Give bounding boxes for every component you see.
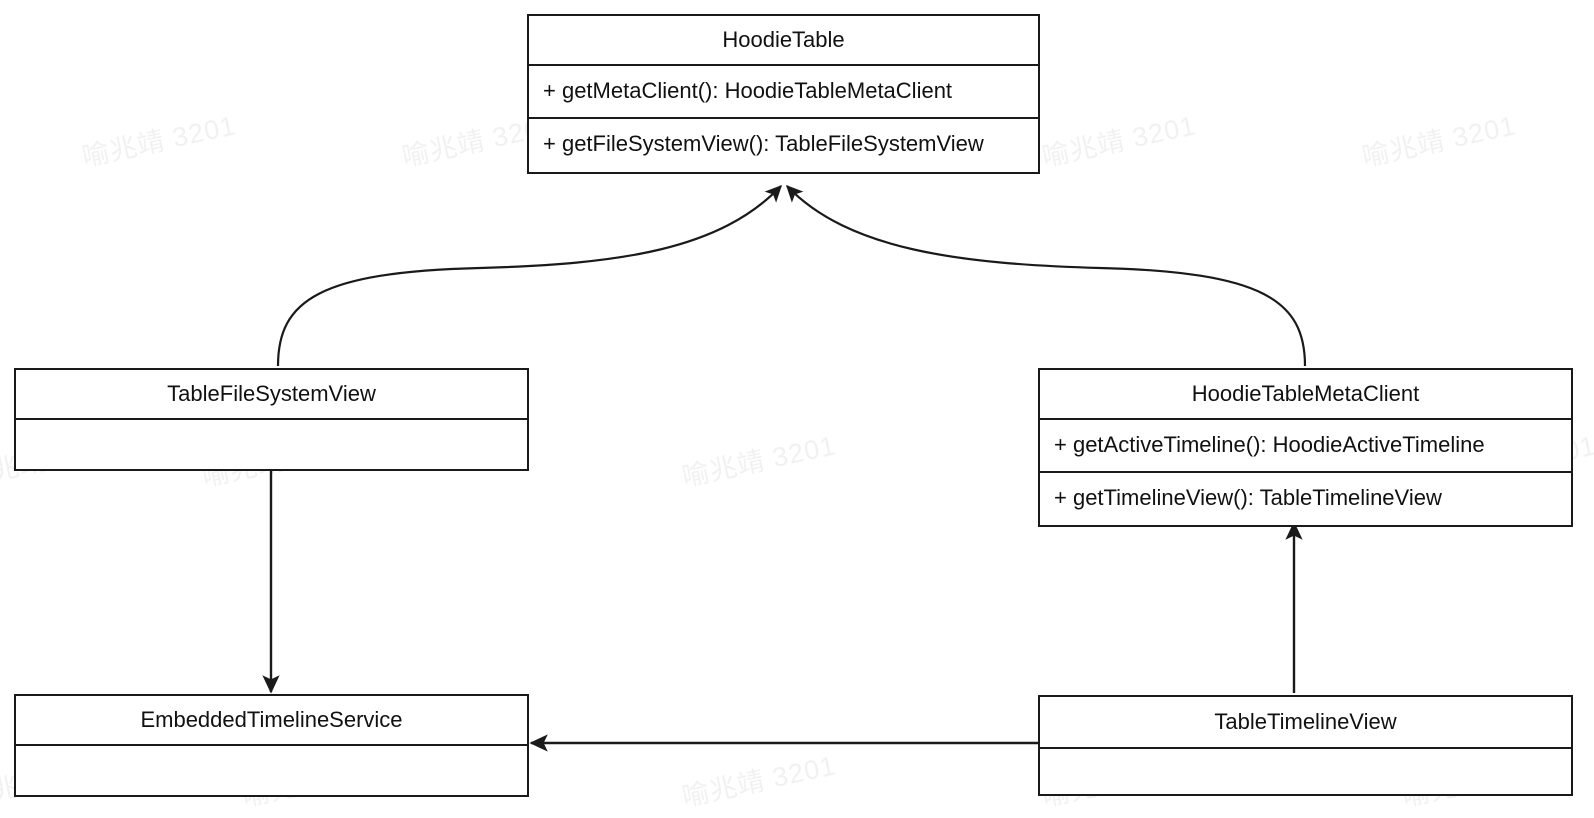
- relation-hoodie-table-meta-client-to-hoodie-table: [785, 184, 1307, 367]
- class-members-embedded-timeline-service: [16, 746, 527, 795]
- relation-table-file-system-view-to-hoodie-table: [276, 184, 783, 367]
- watermark-text: 喻兆靖 3201: [1039, 110, 1199, 173]
- class-box-table-file-system-view[interactable]: TableFileSystemView: [14, 368, 529, 471]
- class-member: + getActiveTimeline(): HoodieActiveTimel…: [1054, 432, 1485, 457]
- watermark-text: 喻兆靖 3201: [79, 110, 239, 173]
- class-name-hoodie-table-meta-client: HoodieTableMetaClient: [1040, 370, 1571, 420]
- watermark-text: 喻兆靖 3201: [1359, 110, 1519, 173]
- class-box-hoodie-table-meta-client[interactable]: HoodieTableMetaClient + getActiveTimelin…: [1038, 368, 1573, 527]
- watermark-text: 喻兆靖 3201: [679, 430, 839, 493]
- class-name-table-timeline-view: TableTimelineView: [1040, 697, 1571, 749]
- class-name-embedded-timeline-service: EmbeddedTimelineService: [16, 696, 527, 746]
- class-box-embedded-timeline-service[interactable]: EmbeddedTimelineService: [14, 694, 529, 797]
- class-member: + getMetaClient(): HoodieTableMetaClient: [543, 78, 953, 103]
- watermark-text: 喻兆靖 3201: [679, 750, 839, 813]
- class-member: + getFileSystemView(): TableFileSystemVi…: [529, 117, 1038, 168]
- class-members-hoodie-table: + getMetaClient(): HoodieTableMetaClient…: [529, 66, 1038, 172]
- class-box-hoodie-table[interactable]: HoodieTable + getMetaClient(): HoodieTab…: [527, 14, 1040, 174]
- class-members-table-timeline-view: [1040, 749, 1571, 794]
- class-members-hoodie-table-meta-client: + getActiveTimeline(): HoodieActiveTimel…: [1040, 420, 1571, 525]
- class-box-table-timeline-view[interactable]: TableTimelineView: [1038, 695, 1573, 796]
- class-name-table-file-system-view: TableFileSystemView: [16, 370, 527, 420]
- class-member: + getTimelineView(): TableTimelineView: [1040, 471, 1571, 522]
- class-name-hoodie-table: HoodieTable: [529, 16, 1038, 66]
- class-members-table-file-system-view: [16, 420, 527, 469]
